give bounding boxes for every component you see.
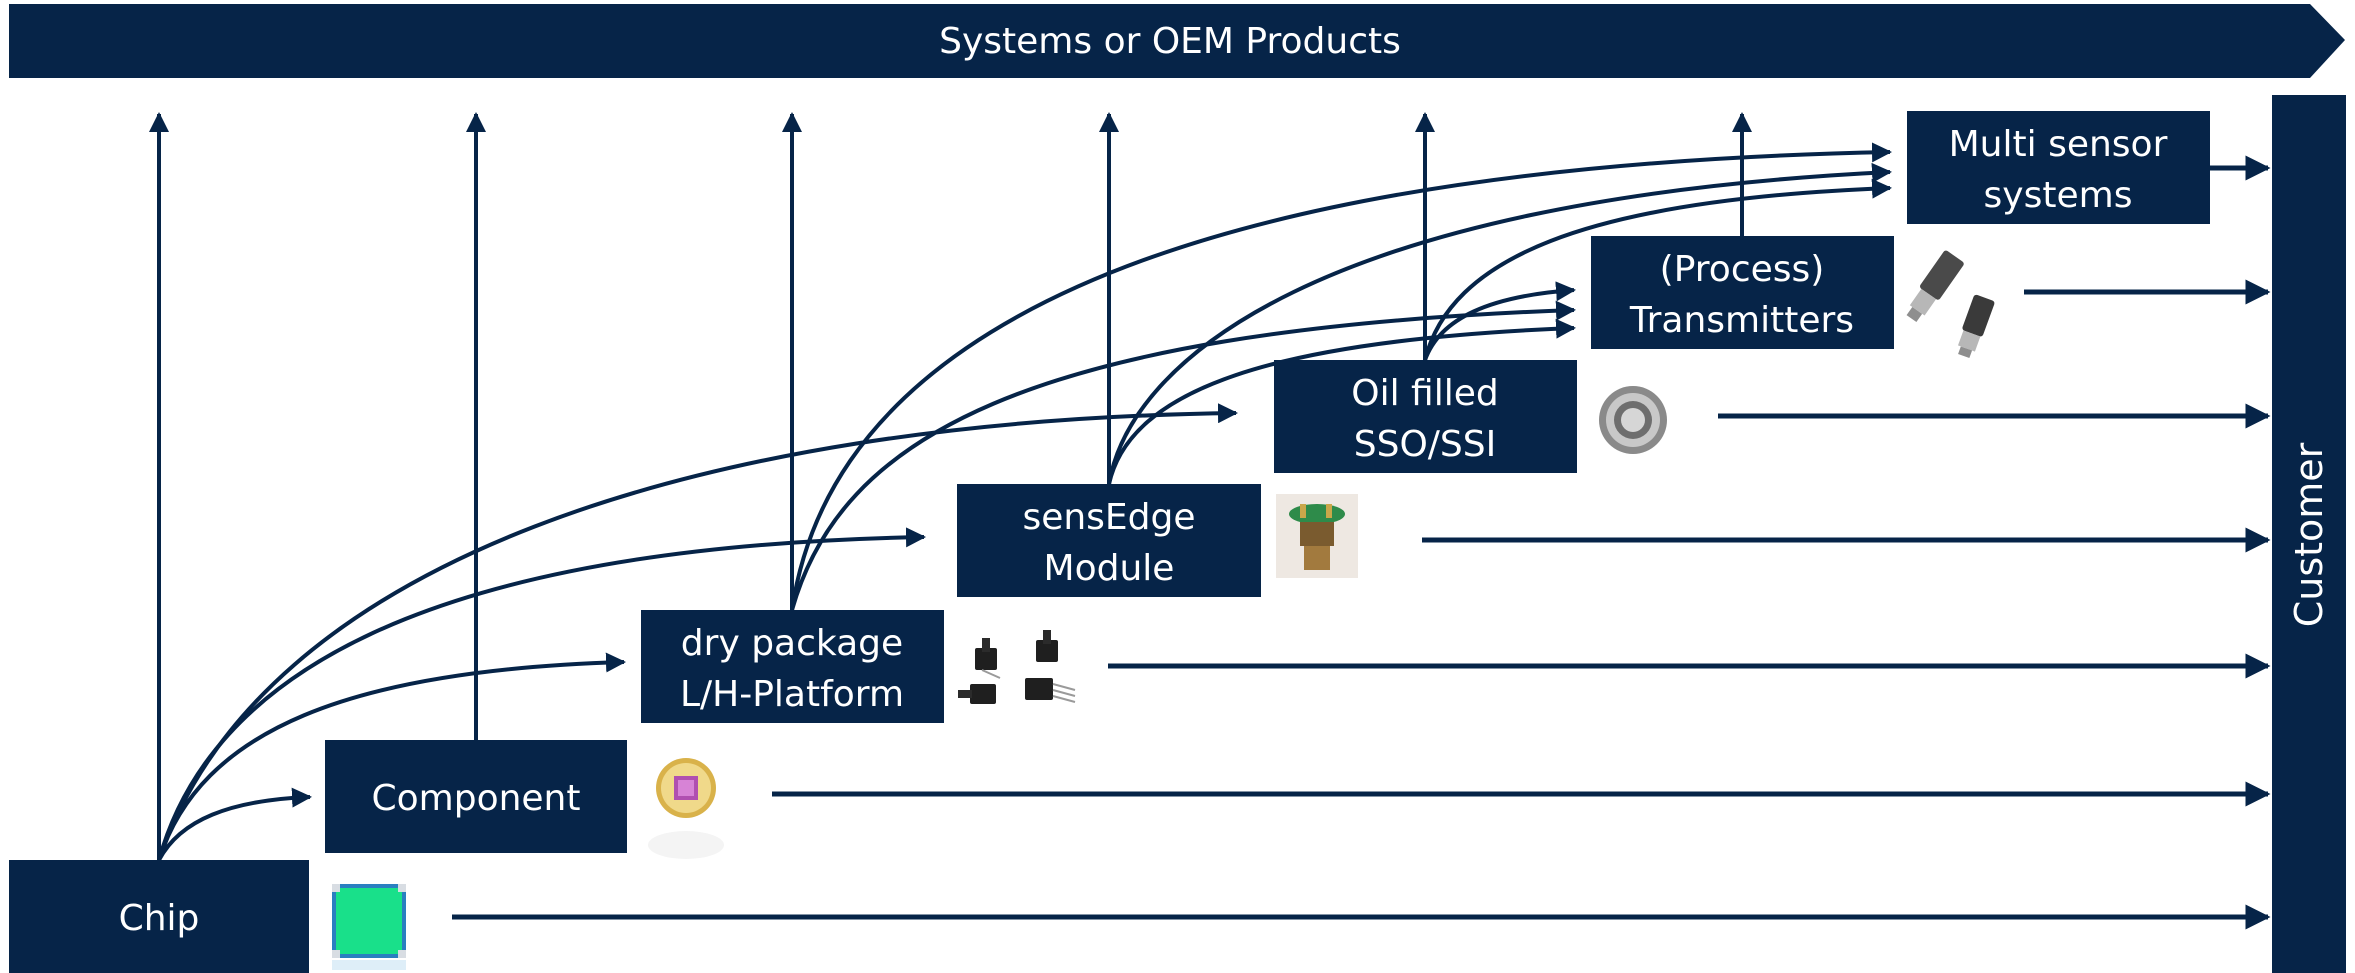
curve-sensedge-transmitters <box>1107 318 1576 485</box>
to-can-sensor-icon <box>648 758 724 859</box>
curve-chip-oil <box>157 403 1238 861</box>
customer-arrows <box>452 155 2271 930</box>
curve-dry-multi <box>790 142 1892 611</box>
customer-bar: Customer <box>2272 95 2346 973</box>
stage-component: Component <box>325 740 627 853</box>
stage-dry-package: dry package L/H-Platform <box>641 610 944 723</box>
stage-oil-label-1: Oil filled <box>1351 373 1498 414</box>
stage-transmitters-label-1: (Process) <box>1660 249 1825 290</box>
curve-oil-transmitters <box>1423 281 1576 361</box>
stage-oil-filled: Oil filled SSO/SSI <box>1274 360 1577 473</box>
oem-products-banner: Systems or OEM Products <box>9 4 2345 78</box>
stage-chip: Chip <box>9 860 309 973</box>
stage-dry-label-2: L/H-Platform <box>680 674 904 715</box>
oil-filled-cell-icon <box>1599 386 1667 454</box>
curved-arrows <box>157 142 1892 861</box>
banner-label: Systems or OEM Products <box>939 21 1401 62</box>
chip-die-icon <box>332 884 406 970</box>
stage-sensedge: sensEdge Module <box>957 484 1261 597</box>
stage-oil-label-2: SSO/SSI <box>1354 424 1497 465</box>
curve-sensedge-multi <box>1107 162 1892 485</box>
stage-multi-sensor: Multi sensor systems <box>1907 111 2210 224</box>
stage-transmitters-label-2: Transmitters <box>1629 300 1854 341</box>
stage-transmitters: (Process) Transmitters <box>1591 236 1894 349</box>
stage-sensedge-label-1: sensEdge <box>1022 497 1195 538</box>
pressure-transmitter-icon <box>1906 250 1995 359</box>
curve-oil-multi <box>1423 178 1892 361</box>
stage-dry-label-1: dry package <box>681 623 903 664</box>
curve-chip-dry <box>157 652 626 861</box>
stage-chip-label: Chip <box>119 898 200 939</box>
dip-sensor-packages-icon <box>958 630 1076 704</box>
sensor-module-icon <box>1276 494 1358 578</box>
stage-multi-label-2: systems <box>1984 175 2133 216</box>
stage-sensedge-label-2: Module <box>1044 548 1175 589</box>
curve-dry-transmitters <box>790 300 1576 611</box>
curve-chip-component <box>157 787 312 861</box>
stage-multi-label-1: Multi sensor <box>1949 124 2168 165</box>
customer-label: Customer <box>2287 442 2331 627</box>
stage-component-label: Component <box>371 778 580 819</box>
